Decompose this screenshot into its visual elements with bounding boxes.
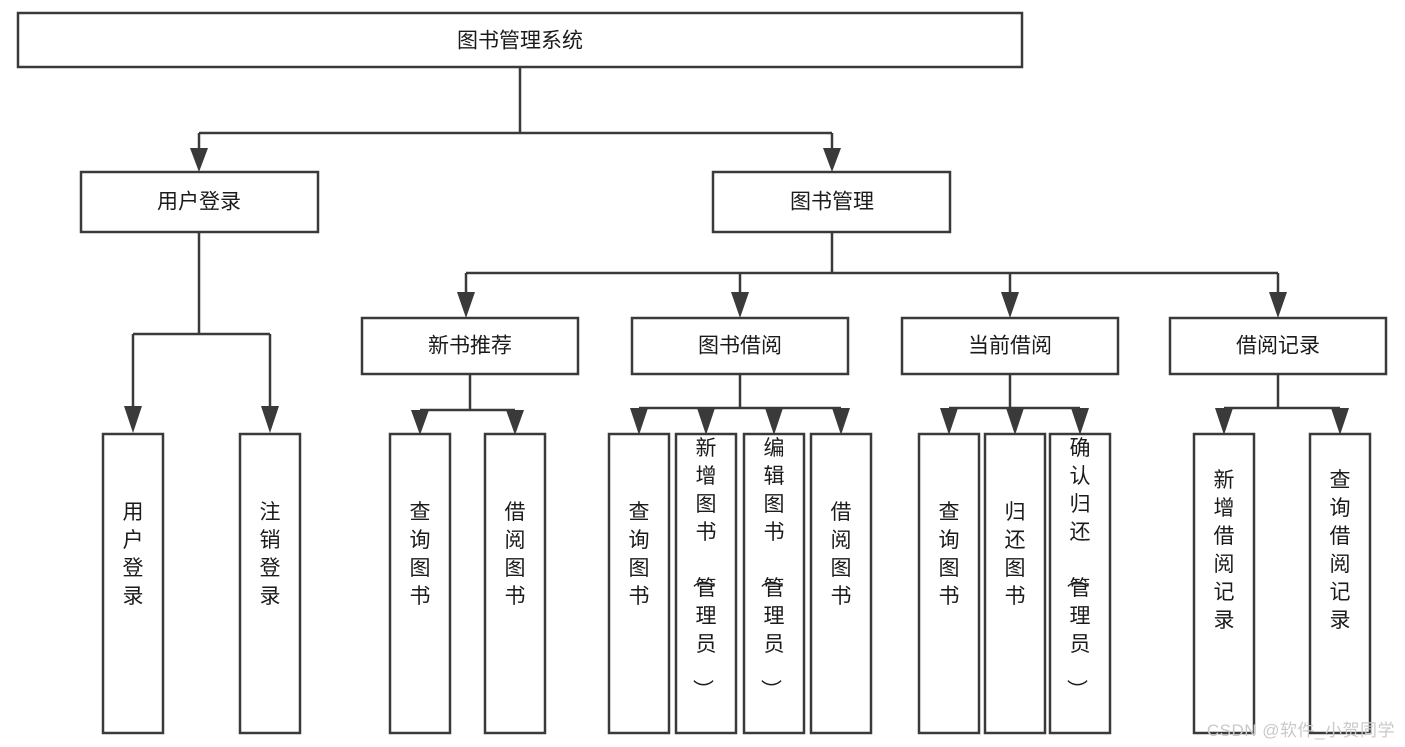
node-user-login-box[interactable] [79, 170, 320, 234]
node-leaf-query-book-1[interactable]: 查询图书 [388, 432, 452, 735]
arrowhead-new-book-recommend [457, 292, 475, 318]
node-root[interactable]: 图书管理系统 [16, 11, 1024, 69]
node-book-manage-box[interactable] [711, 170, 952, 234]
node-leaf-query-book-2-box[interactable] [607, 432, 671, 735]
node-leaf-query-book-2-label: 查询图书 [629, 501, 650, 608]
node-user-login[interactable]: 用户登录 [79, 170, 320, 234]
node-leaf-add-record-label: 新增借阅记录 [1214, 469, 1235, 632]
node-borrow-record[interactable]: 借阅记录 [1168, 316, 1388, 376]
arrowhead-leaf-add-book [697, 408, 715, 435]
node-current-borrow-box[interactable] [900, 316, 1120, 376]
node-current-borrow-label: 当前借阅 [968, 335, 1052, 358]
connector-group-user-login-to-leaves [124, 232, 279, 433]
node-borrow-record-label: 借阅记录 [1236, 335, 1320, 358]
node-leaf-query-record-label: 查询借阅记录 [1330, 469, 1351, 632]
node-leaf-borrow-book-1-label: 借阅图书 [505, 501, 526, 608]
node-leaf-query-book-3-label: 查询图书 [939, 501, 960, 608]
arrowhead-user-login [190, 148, 208, 172]
node-leaf-user-login-box[interactable] [101, 432, 165, 735]
node-borrow-record-box[interactable] [1168, 316, 1388, 376]
node-leaf-borrow-book-2[interactable]: 借阅图书 [809, 432, 873, 735]
node-leaf-query-book-1-box[interactable] [388, 432, 452, 735]
node-user-login-label: 用户登录 [157, 191, 241, 214]
arrowhead-leaf-logout-login [261, 406, 279, 433]
node-leaf-logout-login-box[interactable] [238, 432, 302, 735]
node-leaf-confirm-return[interactable]: 确认归还（管理员） [1048, 432, 1112, 735]
node-leaf-return-book[interactable]: 归还图书 [983, 432, 1047, 735]
arrowhead-current-borrow [1001, 292, 1019, 318]
arrowhead-leaf-borrow-book-1 [506, 410, 524, 435]
node-leaf-add-book-box[interactable] [674, 432, 738, 735]
node-book-manage-label: 图书管理 [790, 191, 874, 214]
node-leaf-borrow-book-2-label: 借阅图书 [831, 501, 852, 608]
node-leaf-borrow-book-2-box[interactable] [809, 432, 873, 735]
node-leaf-borrow-book-1[interactable]: 借阅图书 [483, 432, 547, 735]
node-book-borrow-box[interactable] [630, 316, 850, 376]
node-root-label: 图书管理系统 [457, 30, 583, 53]
node-current-borrow[interactable]: 当前借阅 [900, 316, 1120, 376]
connector-group-current-borrow-to-leaves [940, 374, 1089, 435]
arrowhead-leaf-query-book-3 [940, 408, 958, 435]
arrowhead-leaf-add-record [1215, 408, 1233, 435]
node-leaf-query-book-1-label: 查询图书 [410, 501, 431, 608]
node-leaf-borrow-book-1-box[interactable] [483, 432, 547, 735]
arrowhead-leaf-return-book [1006, 408, 1024, 435]
node-leaf-query-book-2[interactable]: 查询图书 [607, 432, 671, 735]
node-leaf-user-login-label: 用户登录 [123, 501, 144, 608]
connector-group-book-manage-to-level3 [457, 232, 1287, 318]
node-leaf-logout-login-label: 注销登录 [260, 501, 281, 608]
node-leaf-edit-book[interactable]: 编辑图书（管理员） [742, 432, 806, 735]
node-leaf-query-record-box[interactable] [1308, 432, 1372, 735]
node-leaf-confirm-return-box[interactable] [1048, 432, 1112, 735]
node-book-borrow-label: 图书借阅 [698, 335, 782, 358]
arrowhead-book-borrow [731, 292, 749, 318]
node-leaf-add-book-label: 新增图书（管理员） [691, 437, 717, 700]
arrowhead-leaf-user-login [124, 406, 142, 433]
node-root-box[interactable] [16, 11, 1024, 69]
node-leaf-confirm-return-label: 确认归还（管理员） [1065, 437, 1091, 700]
node-leaf-logout-login[interactable]: 注销登录 [238, 432, 302, 735]
node-leaf-add-record-box[interactable] [1192, 432, 1256, 735]
arrowhead-leaf-edit-book [765, 408, 783, 435]
arrowhead-leaf-query-book-2 [630, 408, 648, 435]
node-leaf-edit-book-box[interactable] [742, 432, 806, 735]
node-new-book-recommend-box[interactable] [360, 316, 580, 376]
connector-group-root-to-level2 [190, 67, 841, 172]
node-new-book-recommend-label: 新书推荐 [428, 335, 512, 358]
arrowhead-leaf-confirm-return [1071, 408, 1089, 435]
node-leaf-user-login[interactable]: 用户登录 [101, 432, 165, 735]
node-leaf-add-book[interactable]: 新增图书（管理员） [674, 432, 738, 735]
node-leaf-query-book-3-box[interactable] [917, 432, 981, 735]
node-new-book-recommend[interactable]: 新书推荐 [360, 316, 580, 376]
arrowhead-leaf-query-record [1331, 408, 1349, 435]
node-leaf-query-record[interactable]: 查询借阅记录 [1308, 432, 1372, 735]
connector-group-new-book-recommend-to-leaves [411, 374, 524, 435]
connector-group-borrow-record-to-leaves [1215, 374, 1349, 435]
node-leaf-edit-book-label: 编辑图书（管理员） [759, 437, 785, 700]
connector-group-book-borrow-to-leaves [630, 374, 850, 435]
arrowhead-leaf-borrow-book-2 [832, 408, 850, 435]
node-leaf-return-book-box[interactable] [983, 432, 1047, 735]
node-leaf-return-book-label: 归还图书 [1005, 501, 1026, 608]
node-book-borrow[interactable]: 图书借阅 [630, 316, 850, 376]
node-book-manage[interactable]: 图书管理 [711, 170, 952, 234]
arrowhead-borrow-record [1269, 292, 1287, 318]
node-leaf-query-book-3[interactable]: 查询图书 [917, 432, 981, 735]
arrowhead-leaf-query-book-1 [411, 410, 429, 435]
node-leaf-add-record[interactable]: 新增借阅记录 [1192, 432, 1256, 735]
arrowhead-book-manage [823, 148, 841, 172]
